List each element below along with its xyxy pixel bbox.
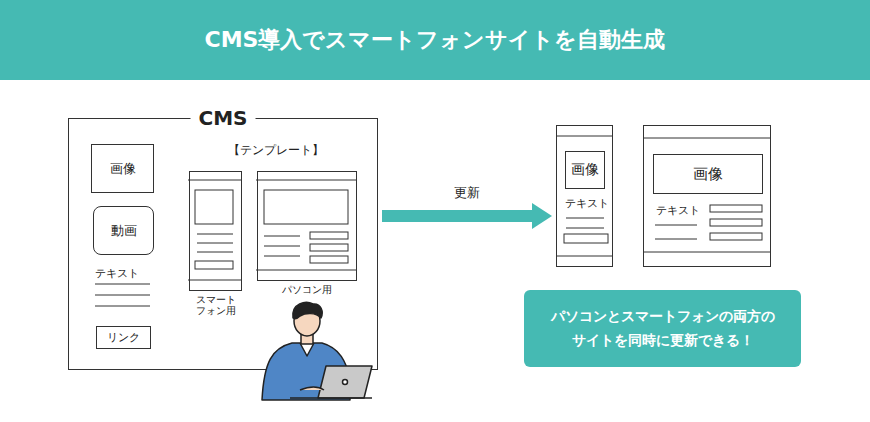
node-tpl: パソコン用 <box>257 171 357 281</box>
node-text: 画像 <box>110 160 136 178</box>
node-text: テキスト <box>656 203 700 218</box>
free-label: テキスト <box>95 266 139 281</box>
node-text: リンク <box>107 330 140 345</box>
node-box: リンク <box>96 326 151 349</box>
edge-label: 更新 <box>454 184 480 202</box>
page-title: CMS導入でスマートフォンサイトを自動生成 <box>0 0 870 80</box>
update-arrow <box>382 203 552 229</box>
node-box: 画像 <box>653 154 763 194</box>
node-text: 動画 <box>111 222 137 240</box>
node-dev: テキスト 画像 <box>643 125 771 267</box>
node-box: 画像 <box>565 151 605 189</box>
free-label: 【テンプレート】 <box>228 142 324 159</box>
node-cms: CMS画像動画リンクスマート フォン用パソコン用 <box>68 118 378 370</box>
node-call: パソコンとスマートフォンの両方の サイトを同時に更新できる！ <box>524 290 801 367</box>
node-dev: テキスト画像 <box>556 125 613 267</box>
node-text: テキスト <box>565 196 609 211</box>
arrow-shaft <box>382 210 532 222</box>
node-text: 画像 <box>693 165 723 184</box>
node-text: 画像 <box>571 161 599 179</box>
node-text: パソコン用 <box>282 284 332 295</box>
node-text: CMS <box>191 106 256 130</box>
node-text: パソコンとスマートフォンの両方の サイトを同時に更新できる！ <box>545 305 781 353</box>
node-tpl: スマート フォン用 <box>189 171 242 291</box>
node-box: 動画 <box>93 206 154 255</box>
node-text: スマート フォン用 <box>193 294 239 316</box>
node-box: 画像 <box>91 144 154 193</box>
arrow-head <box>532 203 552 229</box>
